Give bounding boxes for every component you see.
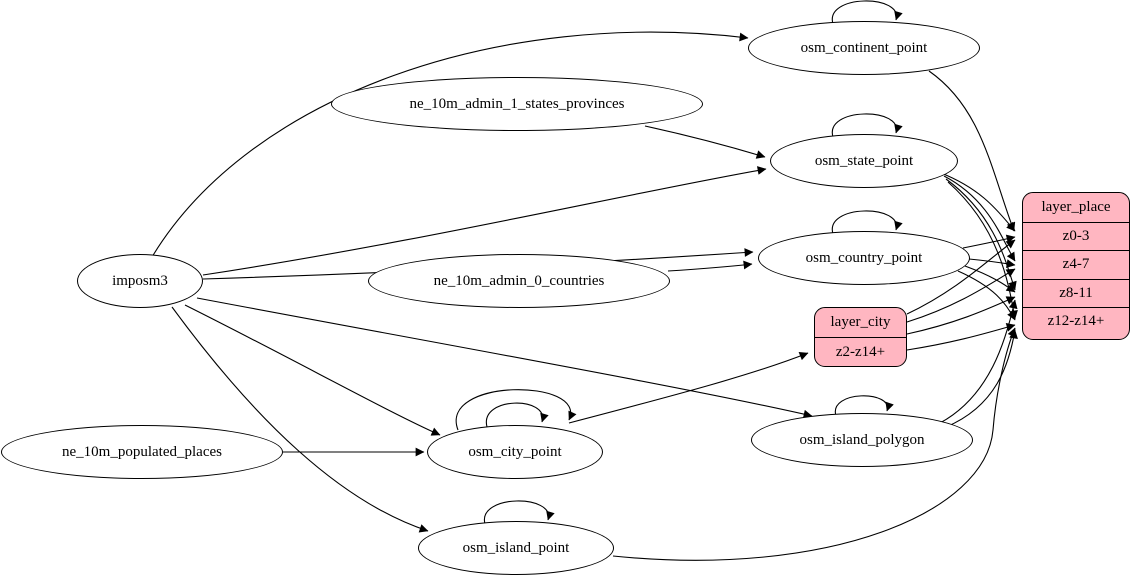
node-label: osm_island_point [462,539,570,556]
edge-layer_city-layer_place-z0-3 [906,239,1016,315]
record-row-z12-z14: z12-z14+ [1023,307,1129,336]
node-label: ne_10m_populated_places [62,443,222,460]
node-label: osm_state_point [814,152,914,169]
node-osm_city_point: osm_city_point [427,425,603,479]
node-osm_island_point: osm_island_point [418,521,614,575]
record-row-z8-11: z8-11 [1023,278,1129,308]
record-layer_city: layer_city z2-z14+ [814,307,907,367]
node-ne_10m_populated_places: ne_10m_populated_places [1,425,283,479]
selfloop-osm_city_point-outer [455,389,577,431]
edge-osm_state_point-layer_place-z4-7 [943,175,1016,262]
edge-ne_10m_admin_1_states_provinces-osm_state_point [644,125,766,159]
edge-imposm3-osm_state_point [202,166,767,276]
record-title: layer_city [830,314,891,330]
edge-osm_country_point-layer_place-z8-11 [964,265,1016,293]
node-osm_state_point: osm_state_point [770,134,958,188]
node-osm_continent_point: osm_continent_point [748,21,980,75]
selfloop-osm_island_polygon [834,395,894,417]
selfloop-osm_state_point [831,113,903,138]
node-label: imposm3 [112,272,168,289]
edge-osm_island_polygon-layer_place-z12-z14 [945,329,1018,428]
node-imposm3: imposm3 [77,254,203,308]
edge-imposm3-osm_city_point [184,304,441,436]
selfloop-osm_city_point-inner [486,402,549,428]
edge-imposm3-osm_island_point [171,306,429,533]
edge-imposm3-osm_continent_point [151,31,749,258]
record-row-z4-7: z4-7 [1023,250,1129,279]
node-osm_island_polygon: osm_island_polygon [751,413,973,467]
node-label: osm_island_polygon [799,431,925,448]
edge-osm_island_point-layer_place-z12-z14 [612,327,1016,561]
selfloop-osm_country_point [831,210,903,235]
edge-imposm3-osm_island_polygon [196,297,813,419]
record-row-z0-3: z0-3 [1023,221,1129,251]
record-layer_place: layer_place z0-3 z4-7 z8-11 z12-z14+ [1022,192,1130,340]
node-label: osm_country_point [805,249,923,266]
edge-osm_city_point-layer_city-z2-z14 [568,351,809,424]
node-osm_country_point: osm_country_point [758,231,970,285]
edge-layer_city-layer_place-z4-7 [906,268,1016,323]
edge-layer_city-layer_place-z8-11 [906,296,1016,335]
edge-layer_city-layer_place-z12-z14 [906,323,1016,351]
node-label: osm_continent_point [800,39,928,56]
node-ne_10m_admin_0_countries: ne_10m_admin_0_countries [368,254,670,308]
node-ne_10m_admin_1_states_provinces: ne_10m_admin_1_states_provinces [331,77,703,131]
edge-osm_state_point-layer_place-z0-3 [940,172,1016,232]
node-label: ne_10m_admin_0_countries [433,272,605,289]
node-label: ne_10m_admin_1_states_provinces [409,95,625,112]
edge-ne_10m_admin_0_countries-osm_country_point [667,260,753,272]
record-row-z2-z14: z2-z14+ [815,337,906,366]
edge-osm_continent_point-layer_place-z0-3 [928,70,1016,232]
edge-osm_country_point-layer_place-z0-3 [962,234,1016,249]
selfloop-osm_continent_point [831,0,903,25]
selfloop-osm_island_point [484,500,555,525]
edge-osm_country_point-layer_place-z4-7 [968,258,1016,268]
edge-osm_island_polygon-layer_place-z8-11 [939,299,1018,424]
node-label: osm_city_point [468,443,562,460]
edge-osm_state_point-layer_place-z8-11 [945,178,1017,291]
record-title: layer_place [1041,198,1111,215]
edge-osm_country_point-layer_place-z12-z14 [957,270,1016,321]
